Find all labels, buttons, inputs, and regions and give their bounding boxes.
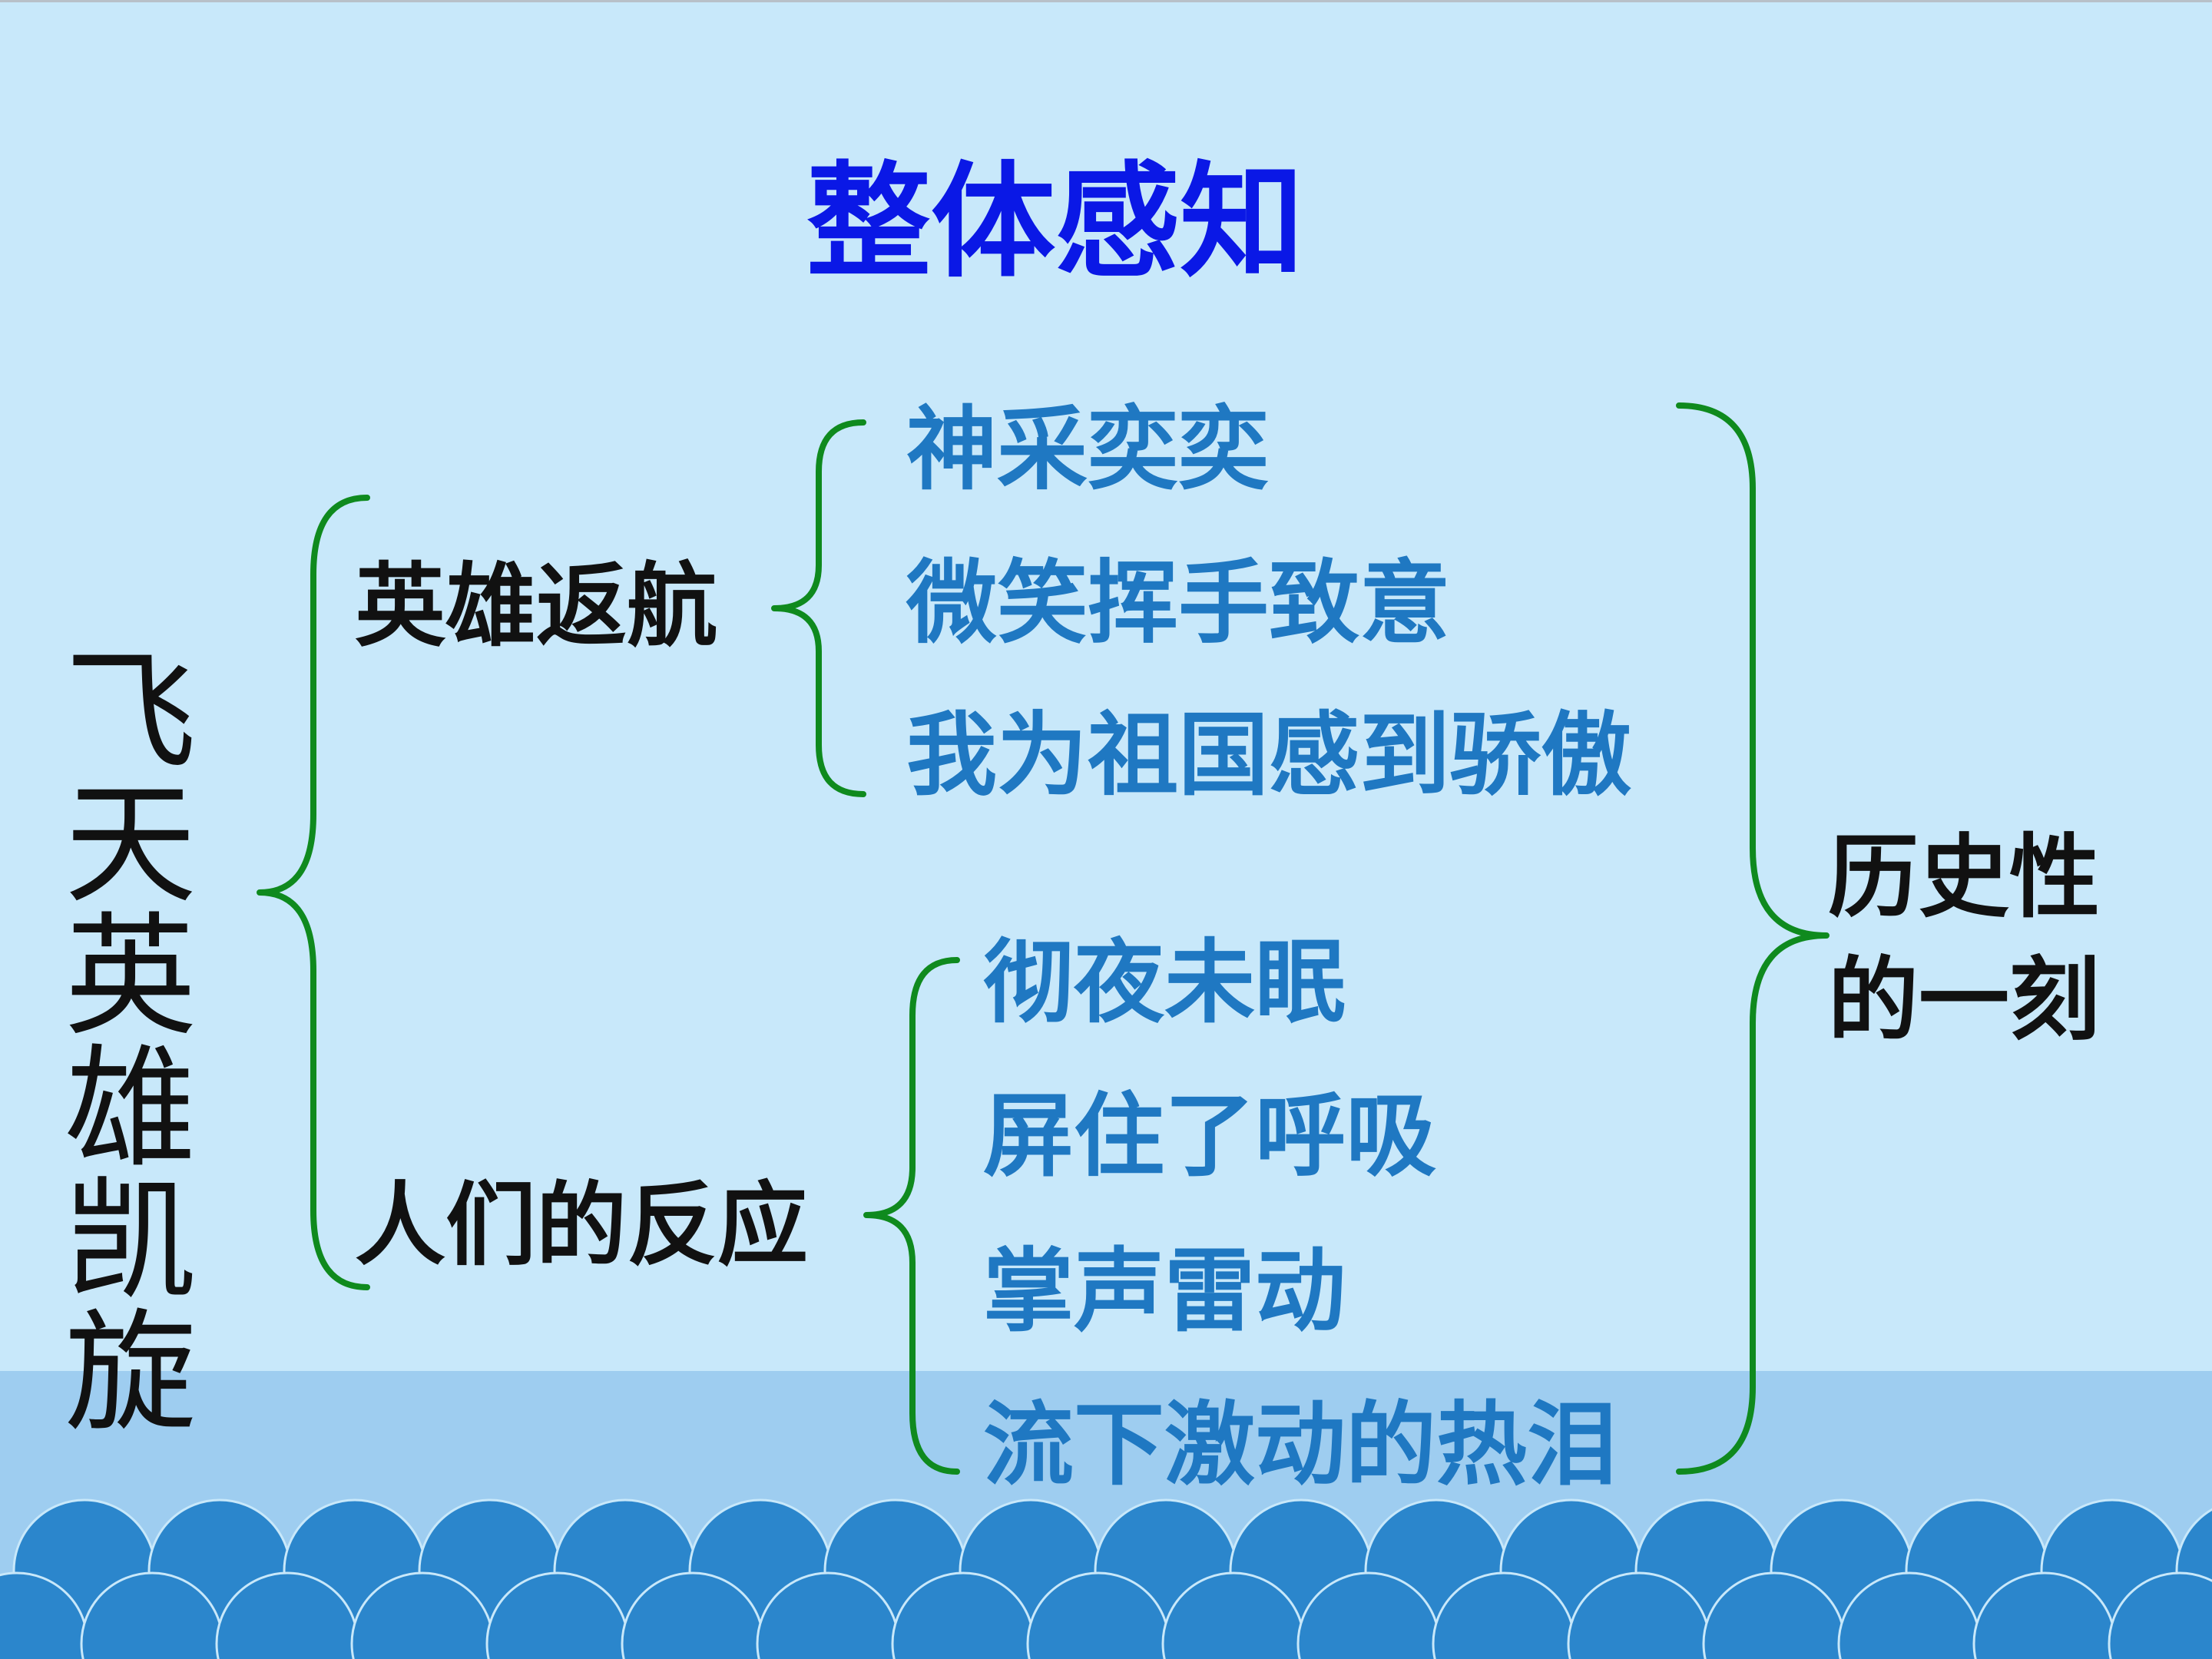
branch-label-hero-return: 英雄返航 xyxy=(355,553,718,659)
upper-left-brace xyxy=(771,419,866,797)
hero-return-item-3: 我为祖国感到骄傲 xyxy=(906,702,1632,808)
right-closing-brace xyxy=(1676,402,1830,1475)
main-left-brace xyxy=(257,495,370,1290)
lower-left-brace xyxy=(863,957,960,1475)
people-reaction-item-1: 彻夜未眠 xyxy=(983,929,1346,1035)
people-reaction-item-3: 掌声雷动 xyxy=(983,1238,1346,1344)
conclusion-label: 历史性的一刻 xyxy=(1828,824,2101,1053)
people-reaction-item-2: 屏住了呼吸 xyxy=(983,1083,1437,1189)
people-reaction-item-4: 流下激动的热泪 xyxy=(983,1392,1618,1498)
branch-label-people-reaction: 人们的反应 xyxy=(355,1172,809,1278)
hero-return-item-1: 神采奕奕 xyxy=(906,396,1270,502)
wave-row-front xyxy=(0,1571,2212,1659)
page-title: 整体感知 xyxy=(806,151,1304,295)
hero-return-item-2: 微笑挥手致意 xyxy=(906,550,1451,656)
top-divider-line xyxy=(0,0,2212,2)
wave-decoration xyxy=(0,1498,2212,1659)
wave-scallop xyxy=(2108,1571,2212,1659)
vertical-title: 飞天英雄凯旋 xyxy=(65,635,197,1450)
